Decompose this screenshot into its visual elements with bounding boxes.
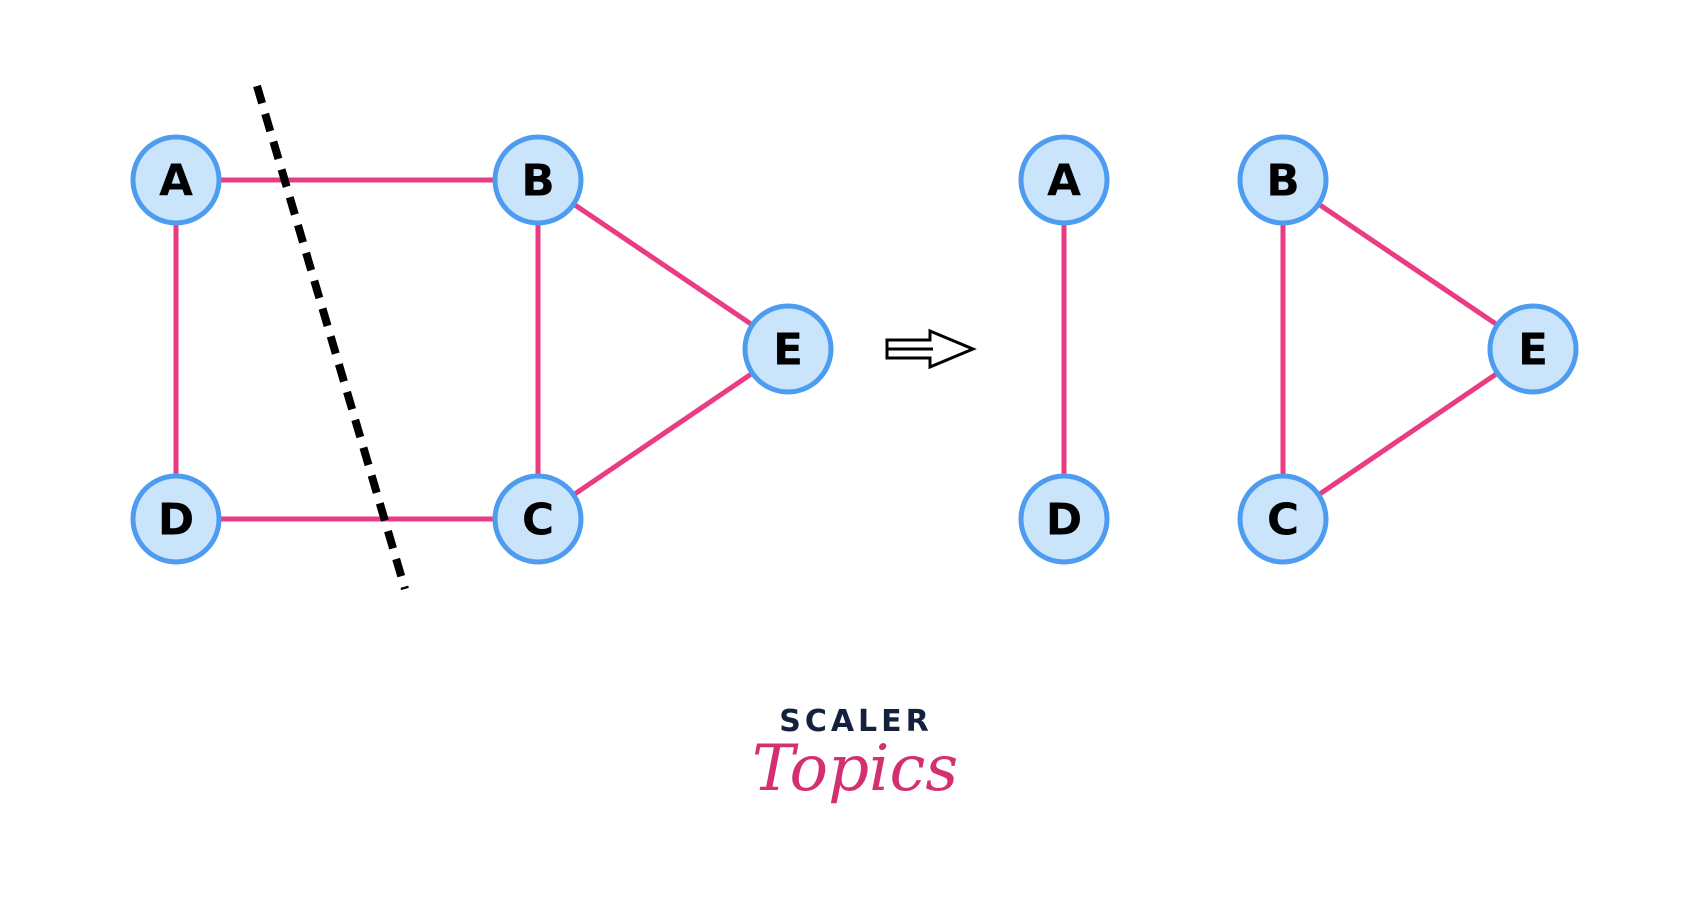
- logo-wordmark-top: SCALER: [779, 704, 933, 739]
- node-c: C: [1237, 473, 1329, 565]
- node-label: B: [521, 156, 555, 207]
- node-a: A: [130, 134, 222, 226]
- edge-c-e: [1280, 346, 1536, 522]
- double-arrow-right-icon: [885, 328, 977, 370]
- cut-line: [253, 84, 409, 591]
- node-label: C: [522, 495, 554, 546]
- node-label: E: [1518, 325, 1548, 376]
- node-d: D: [130, 473, 222, 565]
- node-d: D: [1018, 473, 1110, 565]
- node-label: C: [1267, 495, 1299, 546]
- node-label: B: [1266, 156, 1300, 207]
- edge-b-e: [1280, 177, 1536, 352]
- graph-before: A B C D E: [130, 84, 834, 591]
- edge-c-e: [535, 346, 791, 522]
- logo-wordmark-script: Topics: [752, 732, 958, 806]
- edge-b-e: [535, 177, 791, 352]
- node-e: E: [742, 303, 834, 395]
- node-b: B: [492, 134, 584, 226]
- node-e: E: [1487, 303, 1579, 395]
- node-label: D: [1046, 495, 1083, 546]
- scaler-topics-logo: SCALER Topics: [752, 704, 958, 806]
- node-a: A: [1018, 134, 1110, 226]
- node-label: D: [158, 495, 195, 546]
- node-label: A: [1047, 156, 1081, 207]
- graph-after: A D B C E: [1018, 134, 1579, 565]
- node-b: B: [1237, 134, 1329, 226]
- node-label: E: [773, 325, 803, 376]
- node-c: C: [492, 473, 584, 565]
- node-label: A: [159, 156, 193, 207]
